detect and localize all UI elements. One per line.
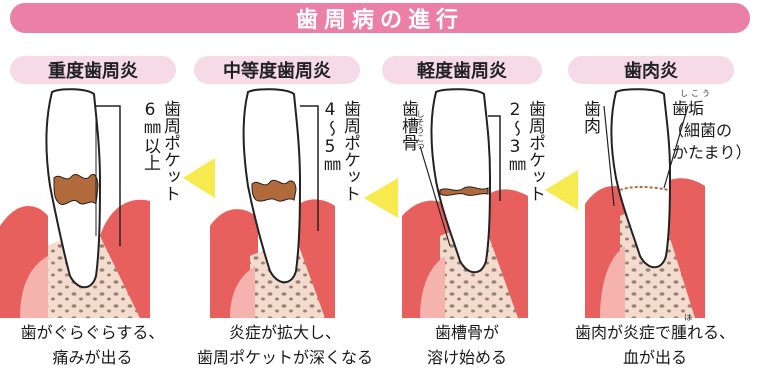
caption-gingivitis-line2: 血が出る [622,348,687,367]
pocket-depth-moderate: 4〜5㎜ [320,100,340,174]
tooth-crown [610,88,672,269]
stage-label-gingivitis: 歯肉炎 [568,56,734,84]
tooth-illustration-gingivitis [585,88,705,318]
page-title: 歯周病の進行 [295,8,464,33]
stage-label-severe: 重度歯周炎 [10,56,176,84]
ruby-ha: は [684,313,692,322]
pocket-label-mild: 歯周ポケット [525,100,545,202]
plaque-note-line2: かたまり） [672,143,752,162]
tooth-crown [430,88,492,274]
tartar [53,173,99,206]
gum-label: 歯肉 [580,100,600,134]
caption-mild: 歯槽骨が 溶け始める [392,320,542,370]
stage-label-mild: 軽度歯周炎 [382,56,542,84]
caption-mild-line2: 溶け始める [426,348,507,367]
caption-gingivitis: 歯肉が炎症で腫れる、 血が出る [555,320,755,370]
title-banner: 歯周病の進行 [10,3,750,33]
caption-mild-line1: 歯槽骨が [434,323,499,342]
caption-moderate-line1: 炎症が拡大し、 [228,323,341,342]
tooth-illustration-moderate [210,88,335,318]
tartar [439,186,489,196]
caption-severe-line1: 歯がぐらぐらする、 [20,323,165,342]
plaque-label: 歯垢 [672,99,705,118]
progression-arrow-2 [364,178,398,218]
caption-severe: 歯がぐらぐらする、 痛みが出る [0,320,185,370]
bone-label: 歯槽骨 [398,100,418,151]
stage-label-moderate: 中等度歯周炎 [194,56,360,84]
caption-moderate: 炎症が拡大し、 歯周ポケットが深くなる [185,320,385,370]
pocket-depth-mild: 2〜3㎜ [505,100,525,174]
tooth-illustration-mild [402,88,528,318]
pocket-depth-severe: 6㎜以上 [140,100,160,171]
pocket-label-moderate: 歯周ポケット [340,100,360,202]
progression-arrow-1 [183,158,215,198]
progression-arrow-3 [545,170,578,210]
caption-severe-line2: 痛みが出る [52,348,133,367]
pocket-label-severe: 歯周ポケット [160,100,180,202]
plaque-note-line1: （細菌の [668,121,733,140]
illustration-area [0,88,705,318]
tartar [251,179,297,202]
bone-ruby: しそうこつ [416,110,425,150]
caption-gingivitis-line1: 歯肉が炎症で腫れる、 [574,323,735,342]
caption-moderate-line2: 歯周ポケットが深くなる [196,348,373,367]
plaque-ruby: しこう [680,89,713,98]
plaque-line [619,186,669,191]
tooth-illustration-severe [0,88,150,318]
